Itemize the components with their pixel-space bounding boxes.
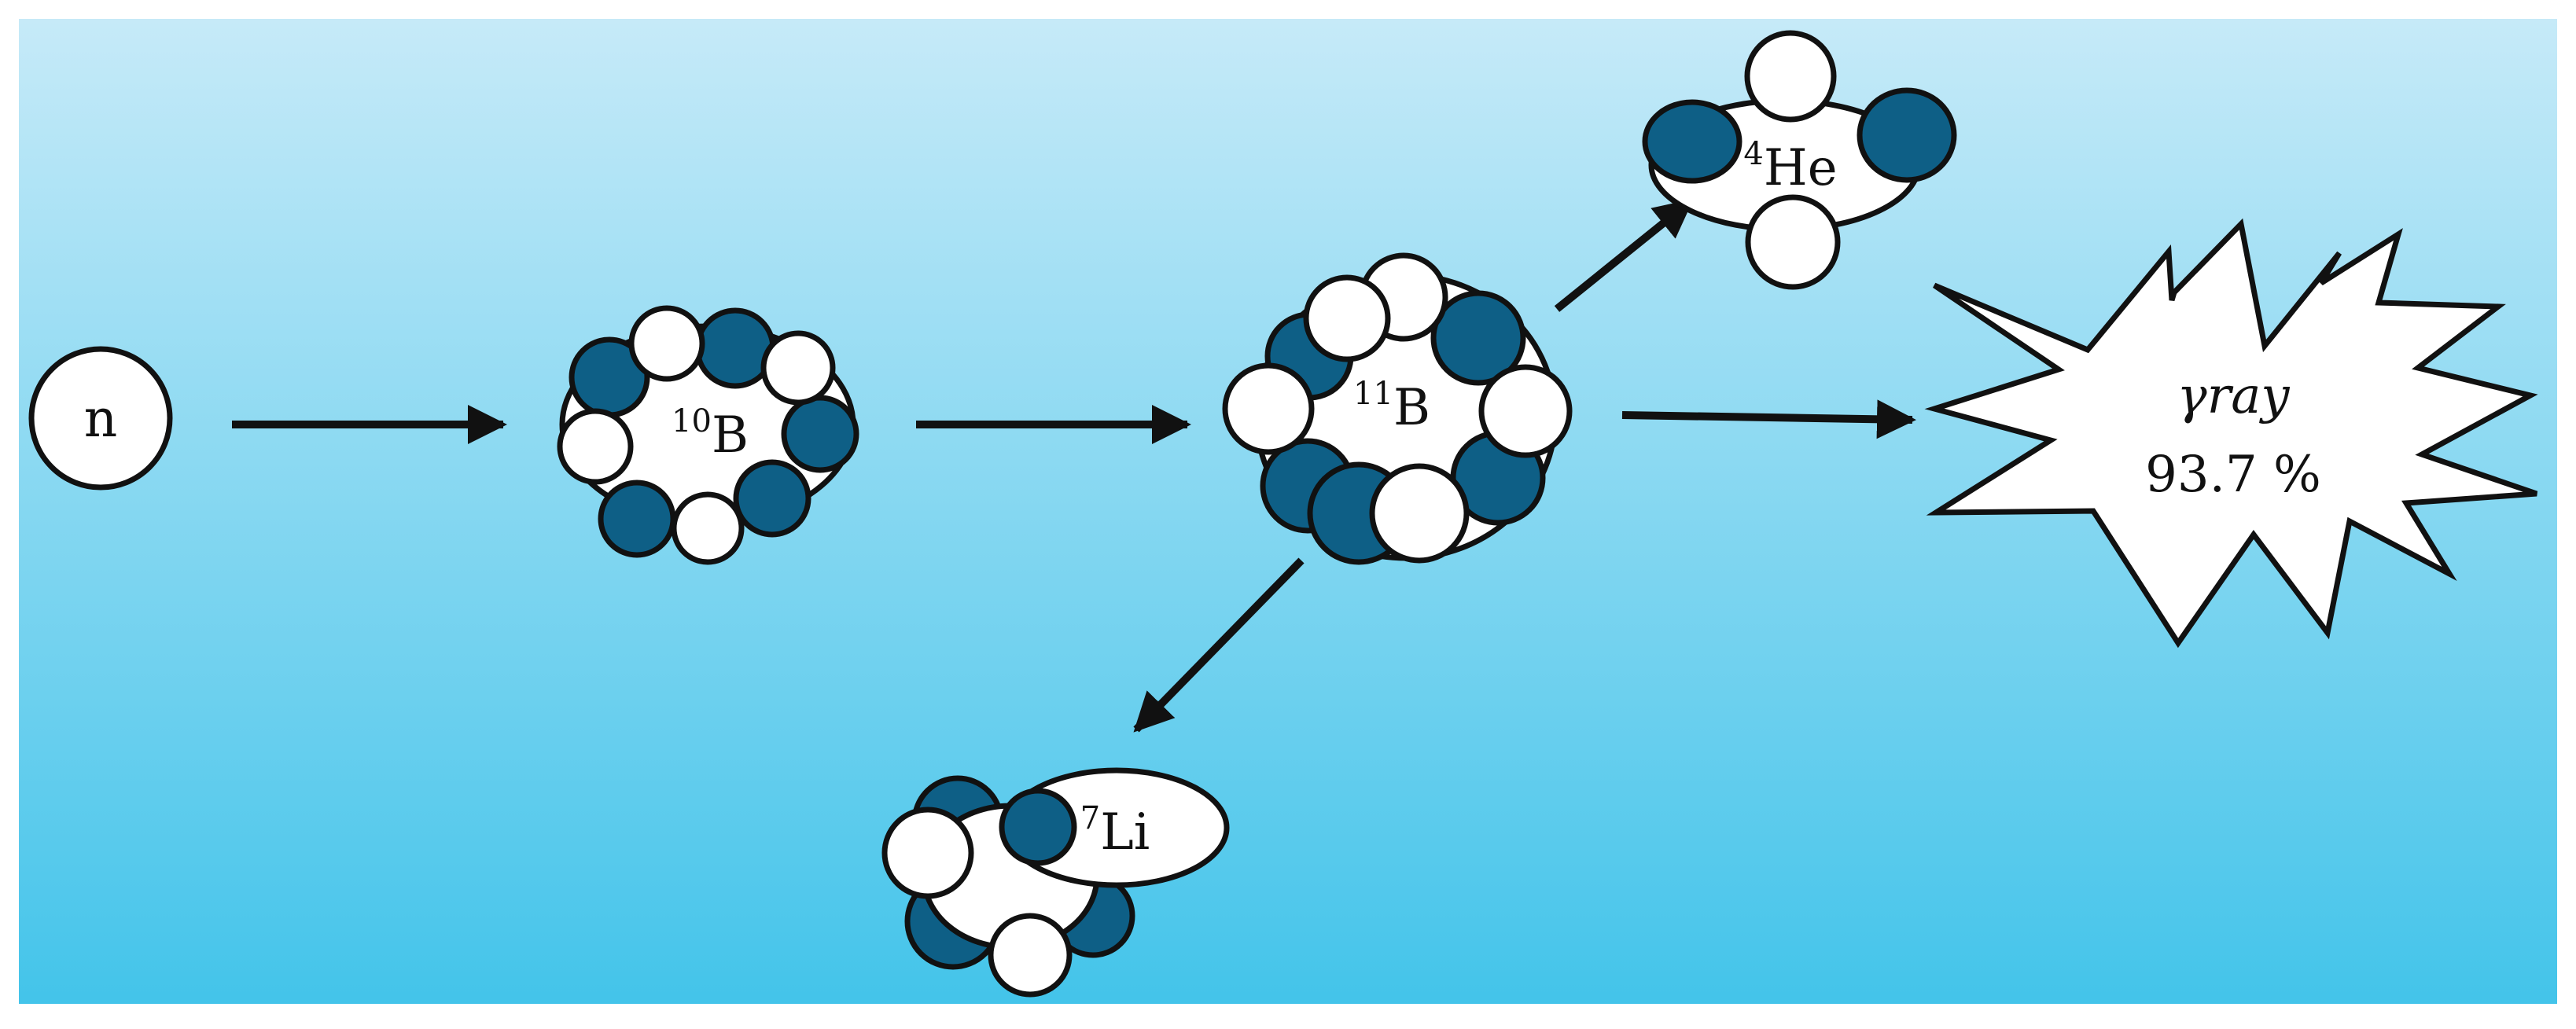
he4-mass-number: 4	[1743, 136, 1763, 172]
neutron	[1369, 463, 1470, 564]
svg-text:γray: γray	[2177, 367, 2290, 425]
svg-text:4He: 4He	[1743, 136, 1837, 197]
neutron-label: n	[84, 388, 118, 449]
svg-text:7Li: 7Li	[1080, 800, 1150, 862]
proton	[1857, 87, 1957, 183]
neutron	[988, 913, 1073, 998]
neutron-circle	[28, 346, 173, 491]
neutron-particle: n	[28, 346, 173, 491]
proton	[1642, 99, 1742, 184]
boron-10-nucleus: 10B	[557, 305, 859, 565]
proton	[1430, 290, 1526, 386]
neutron	[760, 330, 836, 406]
proton	[598, 480, 676, 558]
neutron	[1303, 274, 1391, 362]
proton	[999, 788, 1077, 866]
boron-11-nucleus: 11B	[1222, 252, 1573, 565]
svg-text:11B: 11B	[1353, 376, 1430, 437]
neutron	[557, 408, 634, 485]
gamma-burst-shape	[1924, 218, 2538, 649]
neutron	[1478, 364, 1573, 458]
reaction-arrows	[232, 198, 1916, 733]
neutron	[1745, 194, 1841, 290]
gamma-word: ray	[2207, 367, 2291, 425]
gamma-ray-burst: γray 93.7 %	[1924, 218, 2538, 649]
b11-symbol: B	[1393, 379, 1430, 437]
li7-symbol: Li	[1100, 803, 1150, 862]
neutron	[671, 491, 745, 565]
svg-text:10B: 10B	[672, 403, 749, 465]
arrow-b11-to-gamma	[1621, 399, 1916, 439]
arrow-b11-to-li7	[1133, 557, 1305, 733]
neutron	[1222, 362, 1315, 455]
lithium-7-nucleus: 7Li	[881, 767, 1230, 998]
gamma-percent: 93.7 %	[2145, 446, 2321, 504]
helium-4-nucleus: 4He	[1642, 30, 1957, 290]
b11-mass-number: 11	[1353, 376, 1393, 412]
arrow-b11-to-he4	[1554, 198, 1694, 312]
li7-mass-number: 7	[1080, 800, 1100, 836]
he4-symbol: He	[1764, 139, 1838, 197]
b10-mass-number: 10	[672, 403, 712, 439]
neutron	[628, 305, 705, 382]
neutron	[881, 807, 974, 899]
proton	[781, 395, 859, 473]
proton	[733, 459, 811, 538]
gamma-symbol: γ	[2177, 367, 2207, 425]
b10-symbol: B	[712, 406, 749, 465]
neutron	[1744, 30, 1837, 123]
